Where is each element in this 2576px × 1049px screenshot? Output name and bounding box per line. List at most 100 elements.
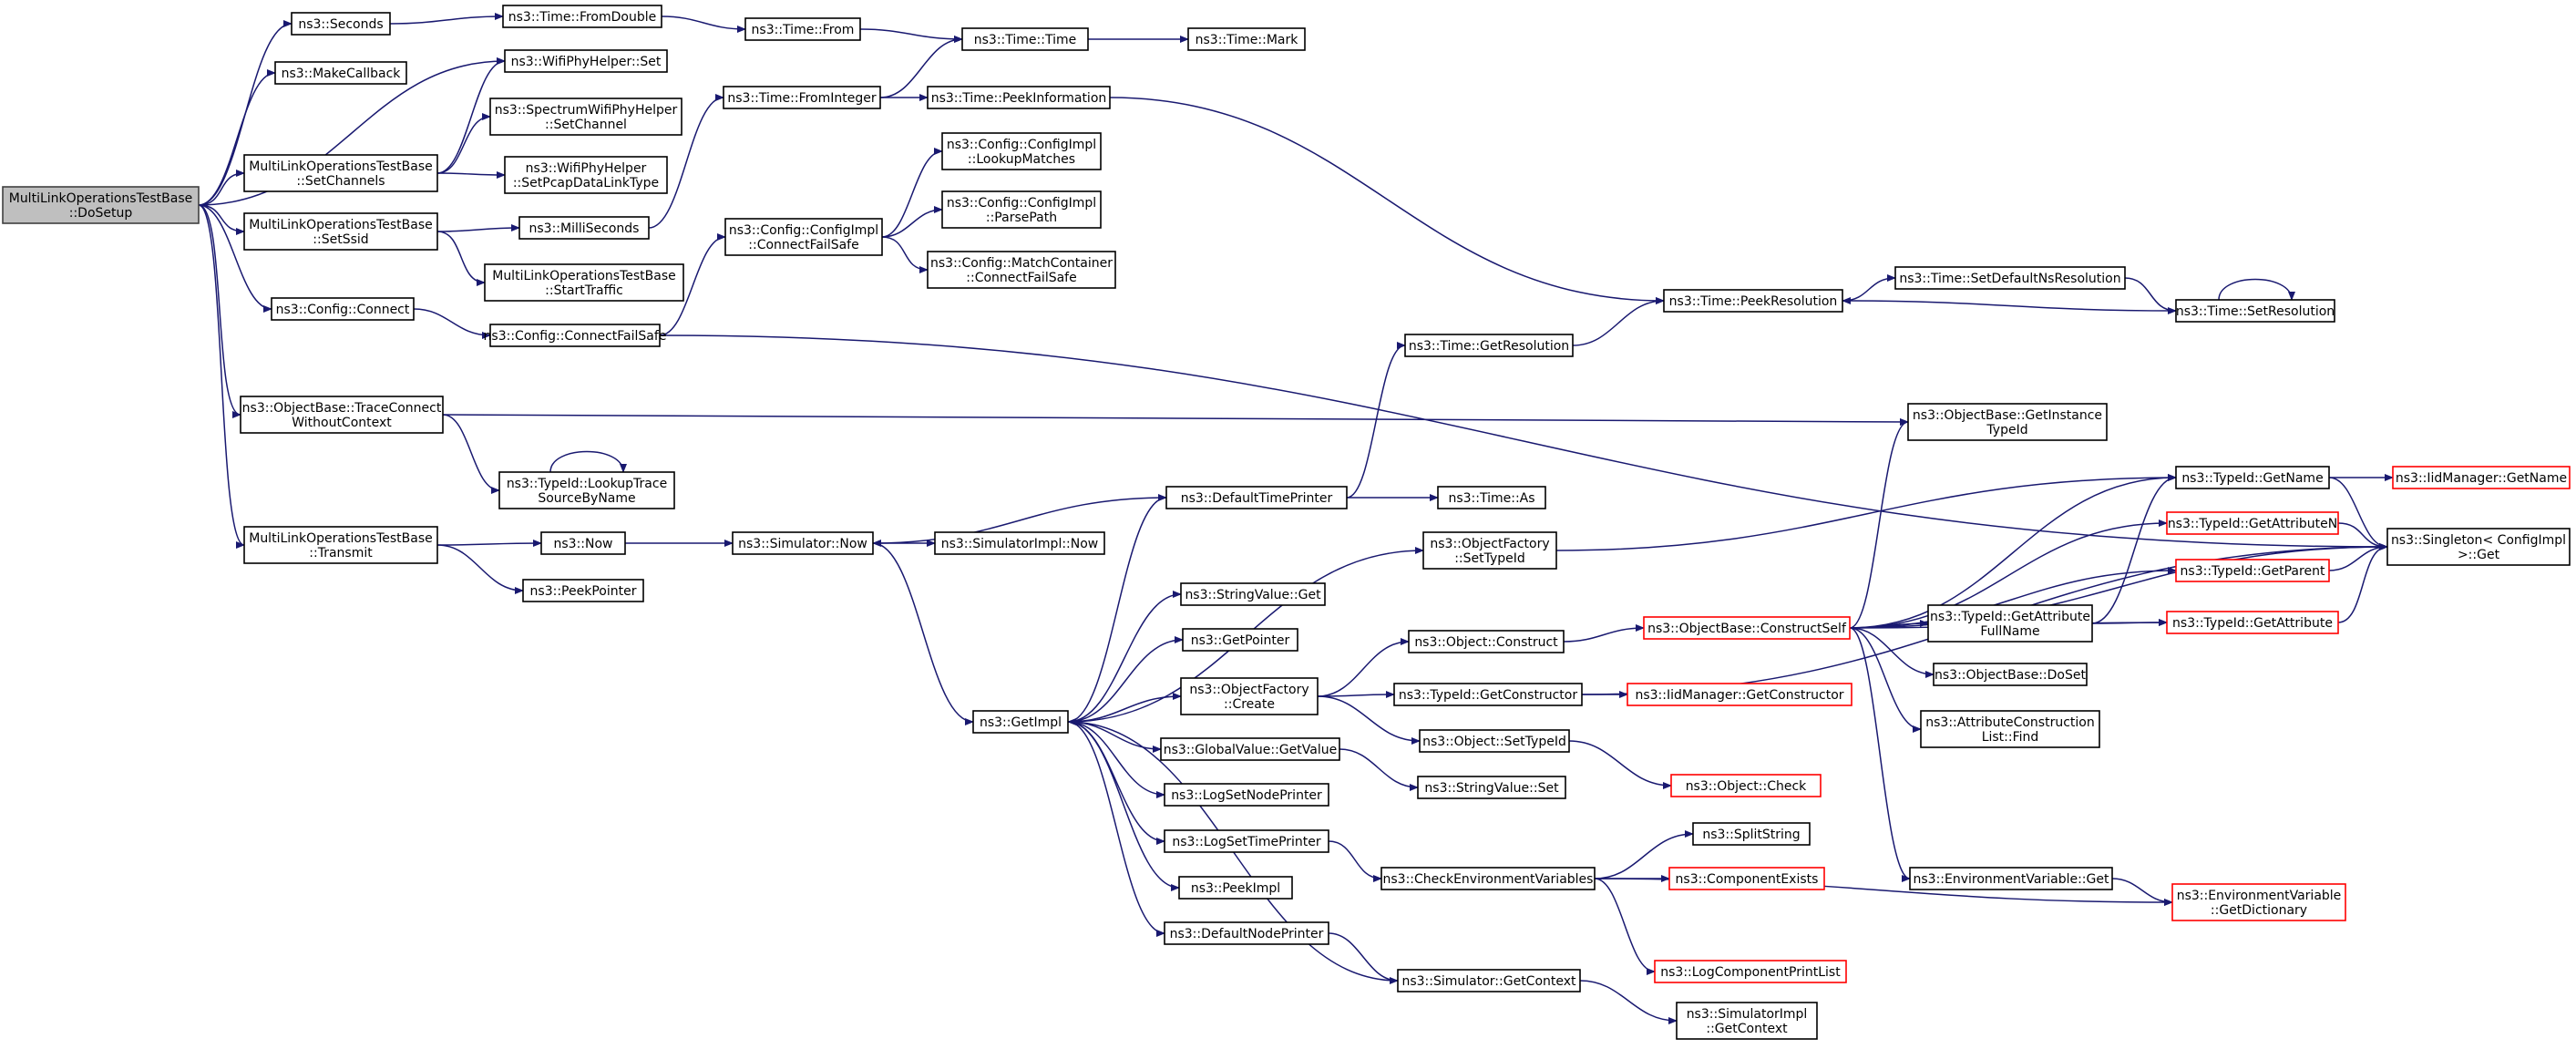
node-box[interactable]: [1165, 486, 1348, 509]
node-box[interactable]: [2386, 528, 2571, 566]
node-box[interactable]: [1178, 876, 1293, 900]
node-wifiset[interactable]: ns3::WifiPhyHelper::Set: [504, 49, 668, 73]
node-strget[interactable]: ns3::StringValue::Get: [1180, 582, 1326, 606]
node-peekptr[interactable]: ns3::PeekPointer: [522, 579, 644, 602]
node-peekimpl[interactable]: ns3::PeekImpl: [1178, 876, 1293, 900]
node-box[interactable]: [1676, 1002, 1818, 1040]
node-box[interactable]: [1180, 582, 1326, 606]
node-box[interactable]: [1907, 403, 2108, 441]
node-box[interactable]: [2175, 299, 2335, 323]
node-dnp[interactable]: ns3::DefaultNodePrinter: [1164, 921, 1329, 945]
node-root[interactable]: MultiLinkOperationsTestBase::DoSetup: [2, 186, 200, 224]
node-simimplnow[interactable]: ns3::SimulatorImpl::Now: [934, 531, 1105, 555]
node-ofsettid[interactable]: ns3::ObjectFactory::SetTypeId: [1422, 531, 1557, 570]
node-lookupmatches[interactable]: ns3::Config::ConfigImpl::LookupMatches: [941, 132, 1102, 170]
node-singleton[interactable]: ns3::Singleton< ConfigImpl >::Get: [2386, 528, 2571, 566]
node-box[interactable]: [1692, 822, 1811, 846]
node-box[interactable]: [489, 324, 661, 347]
node-makecb[interactable]: ns3::MakeCallback: [274, 61, 407, 85]
node-box[interactable]: [723, 86, 881, 109]
node-getattr[interactable]: ns3::TypeId::GetAttribute: [2166, 611, 2339, 634]
node-box[interactable]: [941, 190, 1102, 229]
node-peekinfo[interactable]: ns3::Time::PeekInformation: [927, 86, 1111, 109]
node-box[interactable]: [274, 61, 407, 85]
node-box[interactable]: [291, 12, 391, 36]
node-getres[interactable]: ns3::Time::GetResolution: [1404, 334, 1574, 357]
node-fromdouble[interactable]: ns3::Time::FromDouble: [502, 5, 662, 28]
node-box[interactable]: [1180, 677, 1319, 715]
node-box[interactable]: [2, 186, 200, 224]
node-setchannels[interactable]: MultiLinkOperationsTestBase::SetChannels: [243, 154, 438, 192]
node-pcap[interactable]: ns3::WifiPhyHelper::SetPcapDataLinkType: [504, 156, 668, 194]
node-simctx[interactable]: ns3::Simulator::GetContext: [1397, 969, 1581, 992]
node-iidname[interactable]: ns3::IidManager::GetName: [2392, 466, 2571, 489]
node-box[interactable]: [518, 216, 650, 240]
node-box[interactable]: [1419, 729, 1570, 753]
node-box[interactable]: [1164, 829, 1329, 853]
node-box[interactable]: [1627, 683, 1852, 706]
node-box[interactable]: [1182, 628, 1298, 652]
node-getimpl[interactable]: ns3::GetImpl: [972, 710, 1069, 734]
node-box[interactable]: [1187, 27, 1306, 51]
node-seconds[interactable]: ns3::Seconds: [291, 12, 391, 36]
node-setres[interactable]: ns3::Time::SetResolution: [2175, 299, 2335, 323]
node-compexists[interactable]: ns3::ComponentExists: [1668, 867, 1825, 890]
node-timefrom[interactable]: ns3::Time::From: [744, 17, 861, 41]
node-box[interactable]: [484, 263, 684, 302]
node-box[interactable]: [243, 526, 438, 564]
node-box[interactable]: [504, 49, 668, 73]
node-box[interactable]: [1654, 960, 1847, 983]
node-lsnp[interactable]: ns3::LogSetNodePrinter: [1164, 783, 1329, 807]
node-getname[interactable]: ns3::TypeId::GetName: [2175, 466, 2330, 489]
node-box[interactable]: [1404, 334, 1574, 357]
node-box[interactable]: [1408, 630, 1565, 653]
node-getparent[interactable]: ns3::TypeId::GetParent: [2175, 559, 2330, 582]
node-box[interactable]: [1160, 737, 1340, 761]
node-objconstruct[interactable]: ns3::Object::Construct: [1408, 630, 1565, 653]
node-getctor[interactable]: ns3::TypeId::GetConstructor: [1393, 683, 1583, 706]
node-box[interactable]: [1164, 921, 1329, 945]
node-box[interactable]: [271, 297, 415, 321]
node-box[interactable]: [489, 98, 682, 136]
node-box[interactable]: [941, 132, 1102, 170]
node-box[interactable]: [1417, 776, 1566, 799]
node-setssid[interactable]: MultiLinkOperationsTestBase::SetSsid: [243, 212, 438, 251]
node-box[interactable]: [1909, 867, 2113, 890]
node-simnow[interactable]: ns3::Simulator::Now: [732, 531, 874, 555]
node-box[interactable]: [934, 531, 1105, 555]
node-setdefres[interactable]: ns3::Time::SetDefaultNsResolution: [1894, 266, 2126, 290]
node-getattrn[interactable]: ns3::TypeId::GetAttributeN: [2166, 511, 2339, 535]
node-box[interactable]: [732, 531, 874, 555]
node-box[interactable]: [1437, 486, 1546, 509]
node-specset[interactable]: ns3::SpectrumWifiPhyHelper::SetChannel: [489, 98, 682, 136]
node-box[interactable]: [744, 17, 861, 41]
node-box[interactable]: [1393, 683, 1583, 706]
node-box[interactable]: [1422, 531, 1557, 570]
node-box[interactable]: [972, 710, 1069, 734]
node-envget[interactable]: ns3::EnvironmentVariable::Get: [1909, 867, 2113, 890]
node-objcheck[interactable]: ns3::Object::Check: [1670, 774, 1822, 797]
node-box[interactable]: [240, 396, 444, 434]
node-box[interactable]: [2175, 466, 2330, 489]
node-box[interactable]: [1397, 969, 1581, 992]
node-box[interactable]: [502, 5, 662, 28]
node-box[interactable]: [243, 154, 438, 192]
node-box[interactable]: [927, 251, 1116, 289]
node-traceconnect[interactable]: ns3::ObjectBase::TraceConnectWithoutCont…: [240, 396, 444, 434]
node-box[interactable]: [2166, 611, 2339, 634]
node-checkenv[interactable]: ns3::CheckEnvironmentVariables: [1380, 867, 1596, 890]
node-ofcreate[interactable]: ns3::ObjectFactory::Create: [1180, 677, 1319, 715]
node-peekres[interactable]: ns3::Time::PeekResolution: [1663, 289, 1843, 313]
node-mccfs[interactable]: ns3::Config::MatchContainer::ConnectFail…: [927, 251, 1116, 289]
node-getdict[interactable]: ns3::EnvironmentVariable::GetDictionary: [2171, 883, 2346, 921]
node-box[interactable]: [724, 218, 883, 256]
node-box[interactable]: [1927, 604, 2093, 643]
node-lstp[interactable]: ns3::LogSetTimePrinter: [1164, 829, 1329, 853]
node-logcomp[interactable]: ns3::LogComponentPrintList: [1654, 960, 1847, 983]
node-cfs[interactable]: ns3::Config::ConnectFailSafe: [484, 324, 667, 347]
node-transmit[interactable]: MultiLinkOperationsTestBase::Transmit: [243, 526, 438, 564]
node-box[interactable]: [540, 531, 626, 555]
node-box[interactable]: [1920, 710, 2100, 748]
